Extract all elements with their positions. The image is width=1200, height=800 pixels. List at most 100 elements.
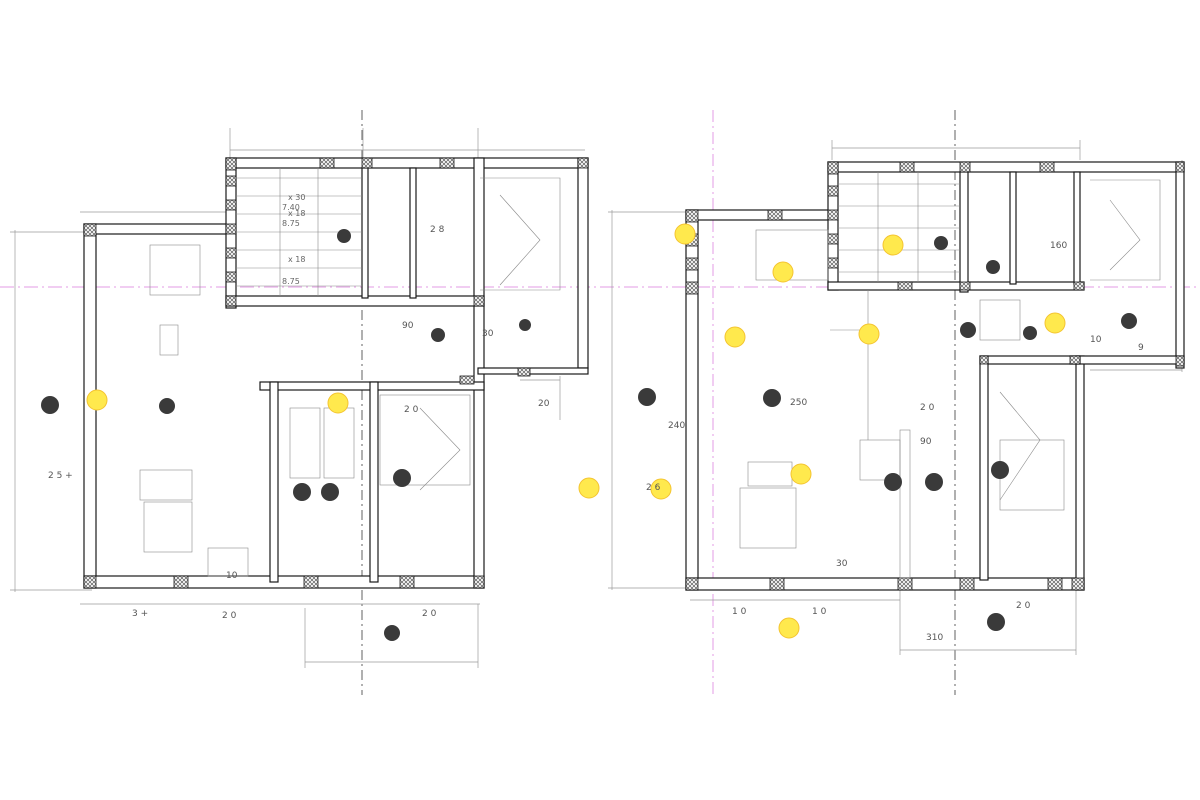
highlight-marker bbox=[772, 261, 794, 283]
dimension-label: 2 0 bbox=[1016, 601, 1031, 611]
highlight-marker bbox=[724, 326, 746, 348]
stair-label: x 30 bbox=[288, 193, 305, 202]
dimension-label: 250 bbox=[790, 398, 807, 408]
room-symbol bbox=[986, 260, 1000, 274]
stair-label: x 18 bbox=[288, 255, 305, 264]
room-symbol bbox=[519, 319, 531, 331]
right-wall-mid-horizontal bbox=[827, 281, 1085, 291]
left-wall-north-low bbox=[83, 223, 235, 235]
highlight-marker bbox=[882, 234, 904, 256]
right-text-labels: 250 240 90 10 2 0 1 0 1 0 2 0 2 6 30 160… bbox=[646, 241, 1144, 643]
right-wall-stair-west bbox=[827, 161, 839, 291]
room-symbol bbox=[884, 473, 902, 491]
room-symbol bbox=[384, 625, 400, 641]
left-wall-inner-vertical-3 bbox=[361, 167, 369, 299]
room-symbol bbox=[159, 398, 175, 414]
room-symbol bbox=[1121, 313, 1137, 329]
dimension-label: 2 0 bbox=[222, 611, 237, 621]
left-walls bbox=[83, 157, 589, 589]
dimension-label: 240 bbox=[668, 421, 685, 431]
left-columns bbox=[83, 157, 589, 589]
right-wall-inner-vertical-4 bbox=[1009, 171, 1017, 285]
right-wall-east bbox=[1075, 355, 1085, 591]
room-symbol bbox=[925, 473, 943, 491]
room-symbol bbox=[1023, 326, 1037, 340]
dimension-label: 3 + bbox=[132, 609, 148, 619]
stair-label: x 18 bbox=[288, 209, 305, 218]
room-symbol bbox=[393, 469, 411, 487]
room-symbol bbox=[987, 613, 1005, 631]
room-symbol bbox=[638, 388, 656, 406]
right-floor-plan: 250 240 90 10 2 0 1 0 1 0 2 0 2 6 30 160… bbox=[578, 140, 1185, 655]
highlight-marker bbox=[650, 478, 672, 500]
dimension-label: 2 0 bbox=[920, 403, 935, 413]
dimension-label: 1 0 bbox=[812, 607, 827, 617]
left-wall-inner-vertical-4 bbox=[409, 167, 417, 299]
left-highlight-markers bbox=[86, 389, 349, 414]
right-walls bbox=[685, 161, 1185, 591]
right-wall-ext-south bbox=[1069, 355, 1185, 365]
room-symbol bbox=[337, 229, 351, 243]
stair-label: 8.75 bbox=[282, 277, 300, 286]
highlight-marker bbox=[790, 463, 812, 485]
room-symbol bbox=[41, 396, 59, 414]
room-symbol bbox=[763, 389, 781, 407]
right-wall-south bbox=[685, 577, 1085, 591]
dimension-label: 10 bbox=[226, 571, 238, 581]
dimension-label: 90 bbox=[920, 437, 932, 447]
right-wall-north-high bbox=[827, 161, 1185, 173]
highlight-marker bbox=[578, 477, 600, 499]
room-symbol bbox=[321, 483, 339, 501]
highlight-marker bbox=[327, 392, 349, 414]
left-text-labels: x 30 7.40 x 18 8.75 x 18 8.75 90 30 10 2… bbox=[48, 193, 550, 621]
highlight-marker bbox=[858, 323, 880, 345]
left-wall-east-extension bbox=[577, 157, 589, 369]
stair-label: 8.75 bbox=[282, 219, 300, 228]
right-fixtures bbox=[739, 172, 1161, 579]
dimension-label: 2 0 bbox=[422, 609, 437, 619]
right-wall-inner-horizontal bbox=[979, 355, 1081, 365]
dimension-label: 310 bbox=[926, 633, 943, 643]
dimension-label: 160 bbox=[1050, 241, 1067, 251]
dimension-label: 90 bbox=[402, 321, 414, 331]
left-floor-plan: x 30 7.40 x 18 8.75 x 18 8.75 90 30 10 2… bbox=[10, 128, 589, 668]
left-wall-inner-vertical-2 bbox=[369, 381, 379, 583]
room-symbol bbox=[293, 483, 311, 501]
room-symbol bbox=[991, 461, 1009, 479]
dimension-label: 2 6 bbox=[646, 483, 661, 493]
right-wall-north-low bbox=[685, 209, 837, 221]
stair-label: 7.40 bbox=[282, 203, 300, 212]
left-fixtures bbox=[139, 177, 561, 577]
dimension-label: 10 bbox=[1090, 335, 1102, 345]
right-highlight-markers bbox=[578, 223, 1066, 639]
dimension-label: 20 bbox=[538, 399, 550, 409]
dimension-label: 9 bbox=[1138, 343, 1144, 353]
left-dimension-lines bbox=[10, 128, 585, 668]
left-wall-mid-horizontal bbox=[225, 295, 485, 307]
dimension-label: 2 0 bbox=[404, 405, 419, 415]
highlight-marker bbox=[86, 389, 108, 411]
right-room-symbols bbox=[638, 236, 1137, 631]
room-symbol bbox=[431, 328, 445, 342]
left-wall-south bbox=[83, 575, 485, 589]
right-wall-inner-vertical-1 bbox=[959, 171, 969, 293]
right-columns bbox=[685, 161, 1185, 591]
dimension-label: 1 0 bbox=[732, 607, 747, 617]
room-symbol bbox=[934, 236, 948, 250]
highlight-marker bbox=[674, 223, 696, 245]
right-wall-east-upper bbox=[1175, 161, 1185, 369]
left-wall-north-high bbox=[225, 157, 589, 169]
left-wall-ext-south bbox=[477, 367, 589, 375]
highlight-marker bbox=[1044, 312, 1066, 334]
left-room-symbols bbox=[41, 229, 531, 641]
dimension-label: 2 8 bbox=[430, 225, 445, 235]
right-wall-inner-vertical-2 bbox=[979, 355, 989, 581]
right-wall-inner-vertical-3 bbox=[1073, 171, 1081, 285]
highlight-marker bbox=[778, 617, 800, 639]
left-wall-inner-vertical-1 bbox=[269, 381, 279, 583]
room-symbol bbox=[960, 322, 976, 338]
dimension-label: 30 bbox=[836, 559, 848, 569]
dimension-label: 30 bbox=[482, 329, 494, 339]
dimension-label: 2 5 + bbox=[48, 471, 73, 481]
